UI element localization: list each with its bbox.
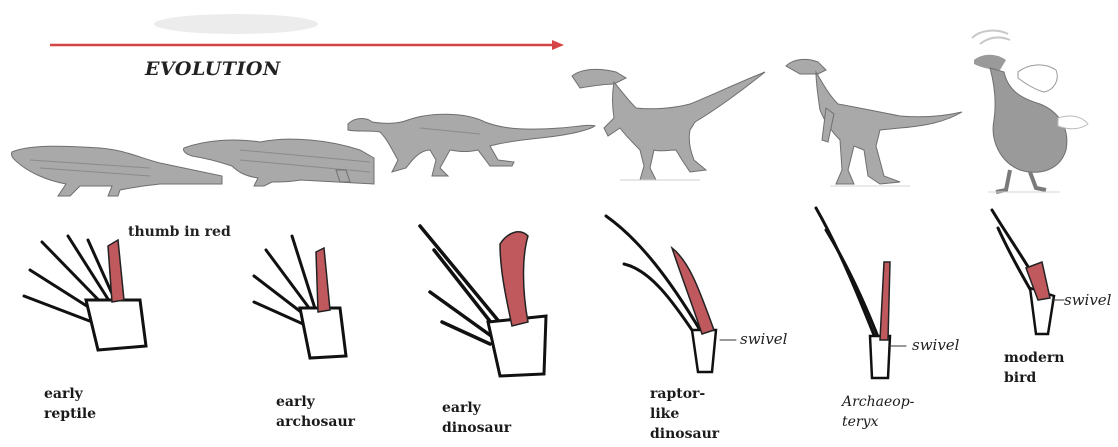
label-modern-bird: modern bird [1004, 348, 1064, 388]
label-line: dinosaur [442, 418, 511, 438]
archaeopteryx-hand [816, 208, 906, 378]
raptor-like-dinosaur-hand [606, 216, 736, 372]
modern-bird-figure [972, 31, 1088, 192]
evolution-title: EVOLUTION [145, 58, 281, 80]
label-line: teryx [842, 412, 914, 432]
early-archosaur-hand [254, 236, 346, 358]
raptor-like-dinosaur-figure [572, 69, 765, 180]
label-line: raptor- [650, 384, 719, 404]
label-line: early [276, 392, 355, 412]
early-dinosaur-hand [420, 226, 546, 376]
early-dinosaur-figure [348, 114, 595, 176]
label-line: early [442, 398, 511, 418]
evolution-arrow [50, 40, 564, 50]
swivel-label-archaeopteryx: swivel [912, 336, 959, 354]
label-archaeopteryx: Archaeop- teryx [842, 392, 914, 432]
label-line: modern [1004, 348, 1064, 368]
thumb-note: thumb in red [128, 224, 231, 240]
label-early-dinosaur: early dinosaur [442, 398, 511, 438]
top-smudge [154, 14, 318, 34]
label-line: Archaeop- [842, 392, 914, 412]
label-line: bird [1004, 368, 1064, 388]
archaeopteryx-figure [786, 59, 962, 186]
label-line: like [650, 404, 719, 424]
label-raptor-like-dinosaur: raptor- like dinosaur [650, 384, 719, 444]
label-early-archosaur: early archosaur [276, 392, 355, 432]
swivel-label-bird: swivel [1064, 291, 1111, 309]
label-line: early [44, 384, 96, 404]
label-line: reptile [44, 404, 96, 424]
label-line: archosaur [276, 412, 355, 432]
label-early-reptile: early reptile [44, 384, 96, 424]
swivel-label-raptor: swivel [740, 330, 787, 348]
early-reptile-hand [24, 236, 146, 350]
label-line: dinosaur [650, 424, 719, 444]
modern-bird-hand [992, 210, 1064, 334]
